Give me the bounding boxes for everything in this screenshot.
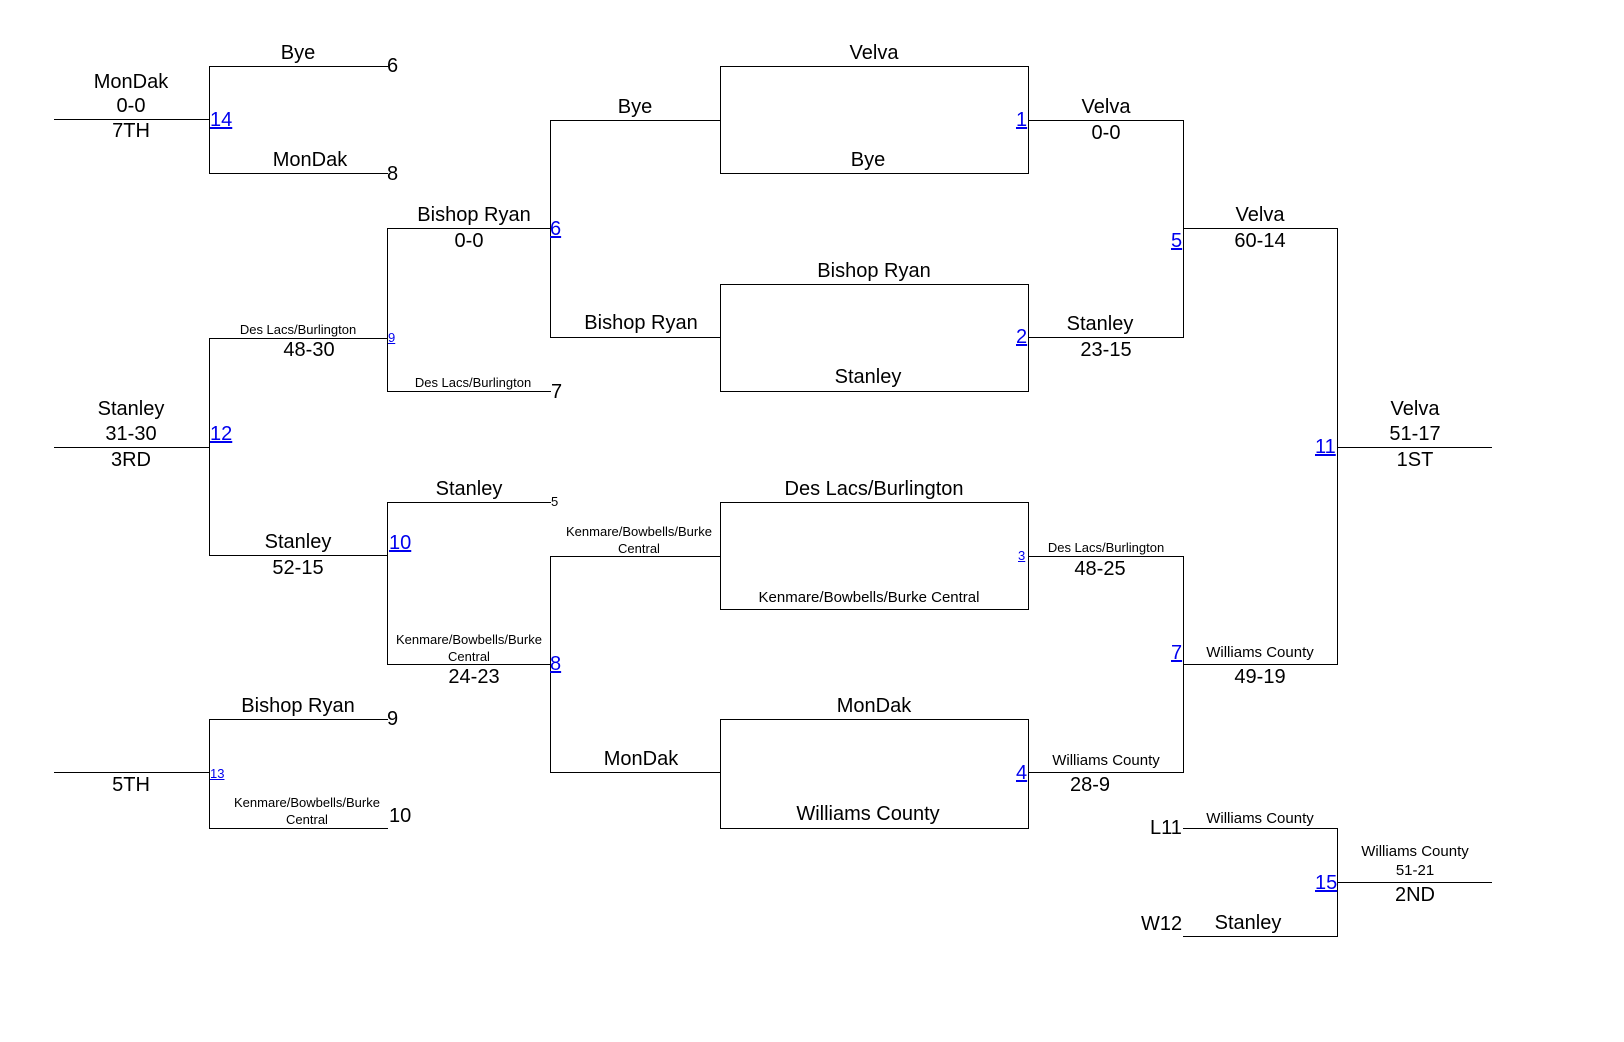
seed-l11: L11 [1150, 817, 1182, 839]
game-6-bottom-team: Bishop Ryan [584, 312, 698, 334]
game-14-top-team: Bye [280, 42, 316, 64]
seventh-place-score: 0-0 [116, 95, 146, 117]
game-13-top-team: Bishop Ryan [241, 695, 355, 717]
game-4-score: 28-9 [1069, 774, 1111, 796]
game-3-winner: Des Lacs/Burlington [1047, 540, 1165, 555]
game-9-score: 48-30 [283, 339, 335, 361]
game-14-link[interactable]: 14 [210, 109, 233, 131]
game-8-top-team: Kenmare/Bowbells/Burke Central [566, 524, 712, 556]
game-5-link[interactable]: 5 [1171, 230, 1183, 252]
game-6-top-team: Bye [617, 96, 653, 118]
game-7-score: 49-19 [1234, 666, 1286, 688]
game-6-link[interactable]: 6 [550, 218, 562, 240]
game-2-link[interactable]: 2 [1016, 326, 1028, 348]
seed-10: 10 [389, 805, 412, 827]
third-place-label: 3RD [110, 449, 152, 471]
game-4-winner: Williams County [1052, 752, 1160, 769]
game-8-score: 24-23 [448, 666, 500, 688]
game-5-score: 60-14 [1234, 230, 1286, 252]
game-1-winner: Velva [1081, 96, 1131, 118]
game-1-link[interactable]: 1 [1016, 109, 1028, 131]
game-8-bottom-team: MonDak [603, 748, 679, 770]
seed-6: 6 [387, 55, 399, 77]
game-4-link[interactable]: 4 [1016, 762, 1028, 784]
game-4-box [720, 719, 1029, 829]
game-2-score: 23-15 [1080, 339, 1132, 361]
champion-score: 51-17 [1389, 423, 1441, 445]
seed-5: 5 [551, 494, 559, 509]
third-place-team: Stanley [97, 398, 165, 420]
seventh-place-team: MonDak [93, 71, 169, 93]
fifth-place-label: 5TH [112, 774, 150, 796]
seed-7: 7 [551, 381, 563, 403]
seventh-place-label: 7TH [112, 120, 150, 142]
game-7-link[interactable]: 7 [1171, 642, 1183, 664]
game-1-top-team: Velva [849, 42, 899, 64]
game-4-bottom-team: Williams County [796, 803, 940, 825]
game-9-bottom-team: Des Lacs/Burlington [414, 375, 532, 390]
second-place-score: 51-21 [1395, 862, 1435, 879]
champion-team: Velva [1390, 398, 1440, 420]
third-place-score: 31-30 [105, 423, 157, 445]
game-9-winner: Des Lacs/Burlington [239, 322, 357, 337]
seed-9: 9 [387, 708, 399, 730]
game-5-winner: Velva [1235, 204, 1285, 226]
game-10-score: 52-15 [272, 557, 324, 579]
game-3-score: 48-25 [1074, 558, 1126, 580]
game-10-winner: Stanley [264, 531, 332, 553]
game-2-top-team: Bishop Ryan [817, 260, 931, 282]
second-place-team: Williams County [1361, 843, 1469, 860]
game-13-link[interactable]: 13 [210, 766, 225, 781]
game-9-link[interactable]: 9 [388, 330, 396, 345]
game-13-bottom-team: Kenmare/Bowbells/Burke Central [234, 795, 380, 827]
game-7-winner: Williams County [1206, 644, 1314, 661]
game-4-top-team: MonDak [836, 695, 912, 717]
game-3-link[interactable]: 3 [1018, 548, 1026, 563]
game-15-link[interactable]: 15 [1315, 872, 1338, 894]
game-1-score: 0-0 [1091, 122, 1121, 144]
game-1-bottom-team: Bye [850, 149, 886, 171]
game-8-winner: Kenmare/Bowbells/Burke Central [396, 632, 542, 664]
game-3-top-team: Des Lacs/Burlington [784, 478, 964, 500]
game-3-bottom-team: Kenmare/Bowbells/Burke Central [758, 589, 980, 606]
second-place-label: 2ND [1394, 884, 1436, 906]
game-11-link[interactable]: 11 [1315, 436, 1336, 458]
game-10-top-team: Stanley [435, 478, 503, 500]
game-14-bottom-team: MonDak [272, 149, 348, 171]
game-10-link[interactable]: 10 [389, 532, 412, 554]
game-12-link[interactable]: 12 [210, 423, 233, 445]
seed-8: 8 [387, 163, 399, 185]
first-place-label: 1ST [1396, 449, 1434, 471]
game-6-score: 0-0 [454, 230, 484, 252]
game-1-box [720, 66, 1029, 174]
game-15-bottom-team: Stanley [1214, 912, 1282, 934]
game-2-winner: Stanley [1066, 313, 1134, 335]
game-2-box [720, 284, 1029, 392]
game-2-bottom-team: Stanley [834, 366, 902, 388]
game-15-top-team: Williams County [1206, 810, 1314, 827]
game-6-winner: Bishop Ryan [417, 204, 531, 226]
game-8-link[interactable]: 8 [550, 653, 562, 675]
seed-w12: W12 [1141, 913, 1183, 935]
game-3-box [720, 502, 1029, 610]
